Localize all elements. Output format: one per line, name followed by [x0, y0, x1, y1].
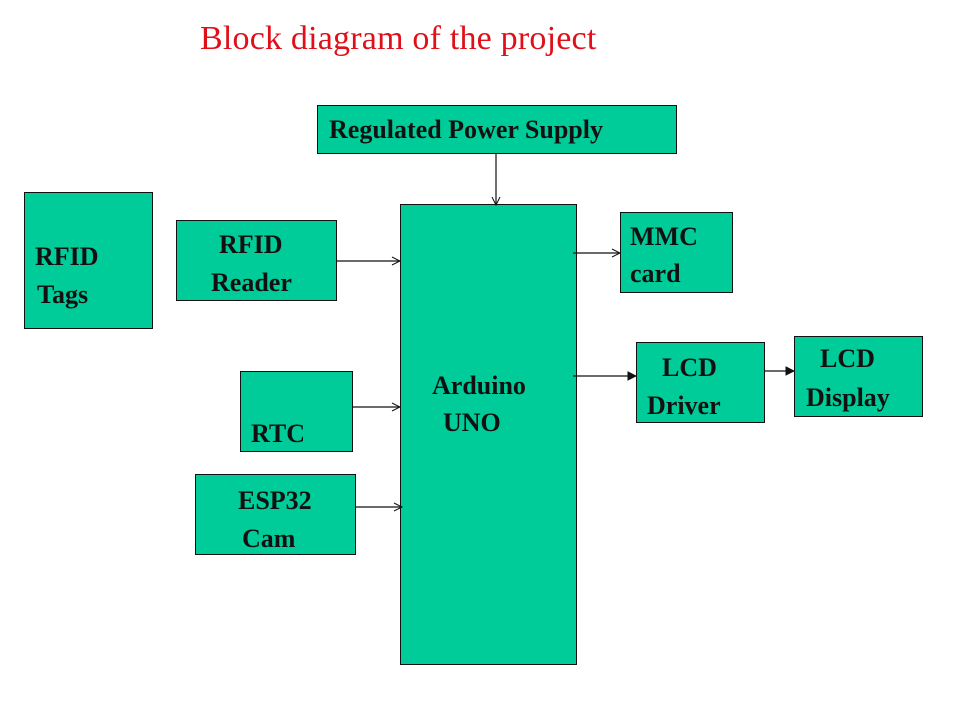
lcd-display-label-line2: Display	[806, 383, 890, 412]
rfid-reader-label-line2: Reader	[211, 268, 292, 297]
esp32-cam-block: ESP32 Cam	[195, 474, 356, 555]
esp32-cam-label-line2: Cam	[242, 524, 296, 553]
lcd-driver-label-line1: LCD	[662, 353, 717, 382]
arduino-label-line1: Arduino	[432, 371, 526, 400]
power-supply-block: Regulated Power Supply	[317, 105, 677, 154]
power-supply-label: Regulated Power Supply	[329, 115, 603, 144]
rfid-tags-label-line2: Tags	[37, 280, 89, 309]
rtc-label: RTC	[251, 419, 305, 448]
rfid-reader-block: RFID Reader	[176, 220, 337, 301]
mmc-card-block: MMC card	[620, 212, 733, 293]
rfid-tags-label-line1: RFID	[35, 242, 99, 271]
mmc-card-label-line1: MMC	[630, 222, 698, 251]
rfid-reader-label-line1: RFID	[219, 230, 283, 259]
mmc-card-label-line2: card	[630, 259, 681, 288]
arduino-label-line2: UNO	[443, 408, 501, 437]
lcd-display-block: LCD Display	[794, 336, 923, 417]
lcd-driver-block: LCD Driver	[636, 342, 765, 423]
arduino-uno-block: Arduino UNO	[400, 204, 577, 665]
esp32-cam-label-line1: ESP32	[238, 486, 312, 515]
rtc-block: RTC	[240, 371, 353, 452]
diagram-title: Block diagram of the project	[200, 20, 597, 57]
lcd-display-label-line1: LCD	[820, 344, 875, 373]
lcd-driver-label-line2: Driver	[647, 391, 721, 420]
rfid-tags-block: RFID Tags	[24, 192, 153, 329]
